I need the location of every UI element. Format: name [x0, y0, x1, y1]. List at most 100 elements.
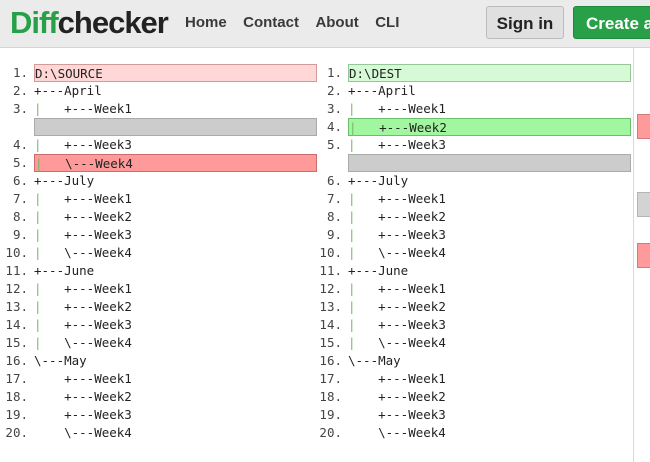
line-number: 3.	[12, 101, 28, 116]
create-account-button[interactable]: Create a	[573, 6, 650, 39]
line-number: 8.	[326, 209, 342, 224]
tree-branch-glyph: |	[348, 137, 356, 152]
minimap-change-marker[interactable]	[637, 114, 650, 139]
changed-line: 18. +---Week2	[314, 388, 632, 406]
line-number: 3.	[326, 101, 342, 116]
tree-branch-glyph: |	[34, 317, 42, 332]
line-text: +---Week3	[348, 407, 446, 422]
tree-branch-glyph: |	[348, 245, 356, 260]
original-line	[0, 118, 318, 136]
line-number: 20.	[319, 425, 342, 440]
changed-line: 10. | \---Week4	[314, 244, 632, 262]
top-header: Diffchecker Home Contact About CLI Sign …	[0, 0, 650, 48]
line-text: D:\SOURCE	[34, 64, 317, 82]
original-line: 15.| \---Week4	[0, 334, 318, 352]
original-line: 3.| +---Week1	[0, 100, 318, 118]
sign-in-button[interactable]: Sign in	[486, 6, 564, 39]
changed-line: 5.| +---Week3	[314, 136, 632, 154]
line-number: 19.	[5, 407, 28, 422]
changed-line: 17. +---Week1	[314, 370, 632, 388]
tree-branch-glyph: |	[348, 191, 356, 206]
original-line: 2.+---April	[0, 82, 318, 100]
line-number: 16.	[319, 353, 342, 368]
line-number: 14.	[319, 317, 342, 332]
original-line: 8.| +---Week2	[0, 208, 318, 226]
pane-divider	[633, 48, 634, 462]
line-text: | +---Week2	[34, 299, 132, 314]
original-line: 16.\---May	[0, 352, 318, 370]
line-text: | \---Week4	[348, 245, 446, 260]
logo-checker-text: checker	[57, 5, 169, 40]
original-line: 7.| +---Week1	[0, 190, 318, 208]
nav-cli-link[interactable]: CLI	[375, 14, 400, 31]
tree-branch-glyph: |	[34, 101, 42, 116]
tree-branch-glyph: |	[34, 209, 42, 224]
line-text: | +---Week2	[348, 299, 446, 314]
line-text: | +---Week3	[348, 317, 446, 332]
changed-line: 9. | +---Week3	[314, 226, 632, 244]
line-text: | +---Week3	[34, 137, 132, 152]
line-text: | +---Week3	[348, 227, 446, 242]
changed-line: 15.| \---Week4	[314, 334, 632, 352]
changed-line: 16. \---May	[314, 352, 632, 370]
line-number: 20.	[5, 425, 28, 440]
line-number: 13.	[5, 299, 28, 314]
tree-branch-glyph: |	[34, 335, 42, 350]
original-line: 13. | +---Week2	[0, 298, 318, 316]
line-number: 13.	[319, 299, 342, 314]
changed-line: 7. | +---Week1	[314, 190, 632, 208]
line-text: | +---Week3	[348, 137, 446, 152]
nav-contact-link[interactable]: Contact	[243, 14, 299, 31]
line-number: 11.	[319, 263, 342, 278]
line-number: 7.	[326, 191, 342, 206]
original-line: 14. | +---Week3	[0, 316, 318, 334]
line-text: +---July	[348, 173, 409, 188]
minimap-empty-marker[interactable]	[637, 192, 650, 217]
line-text: | \---Week4	[34, 154, 317, 172]
changed-line: 14. | +---Week3	[314, 316, 632, 334]
original-line: 18. +---Week2	[0, 388, 318, 406]
line-text: | \---Week4	[34, 245, 132, 260]
line-text: | +---Week1	[348, 281, 446, 296]
nav-about-link[interactable]: About	[315, 14, 359, 31]
line-number: 9.	[326, 227, 342, 242]
line-number: 17.	[319, 371, 342, 386]
line-number: 10.	[5, 245, 28, 260]
diffchecker-logo[interactable]: Diffchecker	[10, 3, 169, 43]
original-line: 10. | \---Week4	[0, 244, 318, 262]
line-text: | +---Week1	[34, 191, 132, 206]
tree-branch-glyph: |	[34, 299, 42, 314]
line-text: | +---Week3	[34, 317, 132, 332]
line-number: 6.	[326, 173, 342, 188]
line-text: | +---Week2	[348, 118, 631, 136]
line-text: \---May	[348, 353, 401, 368]
original-line: 4.| +---Week3	[0, 136, 318, 154]
changed-line: 8. | +---Week2	[314, 208, 632, 226]
line-text: | +---Week2	[34, 209, 132, 224]
line-text: | \---Week4	[34, 335, 132, 350]
original-line: 5.| \---Week4	[0, 154, 318, 172]
changed-line: 19. +---Week3	[314, 406, 632, 424]
line-text: | +---Week2	[348, 209, 446, 224]
line-text: +---June	[348, 263, 409, 278]
minimap-change-marker[interactable]	[637, 243, 650, 268]
tree-branch-glyph: |	[34, 281, 42, 296]
changed-line: 20. \---Week4	[314, 424, 632, 442]
nav-home-link[interactable]: Home	[185, 14, 227, 31]
line-text: \---Week4	[348, 425, 446, 440]
main-nav: Home Contact About CLI	[185, 14, 411, 32]
line-text: +---Week2	[34, 389, 132, 404]
original-line: 19. +---Week3	[0, 406, 318, 424]
line-number: 10.	[319, 245, 342, 260]
line-text: +---Week1	[34, 371, 132, 386]
line-text: | +---Week1	[348, 191, 446, 206]
line-number: 9.	[12, 227, 28, 242]
tree-branch-glyph: |	[348, 299, 356, 314]
line-number: 14.	[5, 317, 28, 332]
tree-branch-glyph: |	[348, 209, 356, 224]
changed-line: 4.| +---Week2	[314, 118, 632, 136]
original-line: 6.+---July	[0, 172, 318, 190]
changed-line: 2.+---April	[314, 82, 632, 100]
line-text: +---June	[34, 263, 95, 278]
